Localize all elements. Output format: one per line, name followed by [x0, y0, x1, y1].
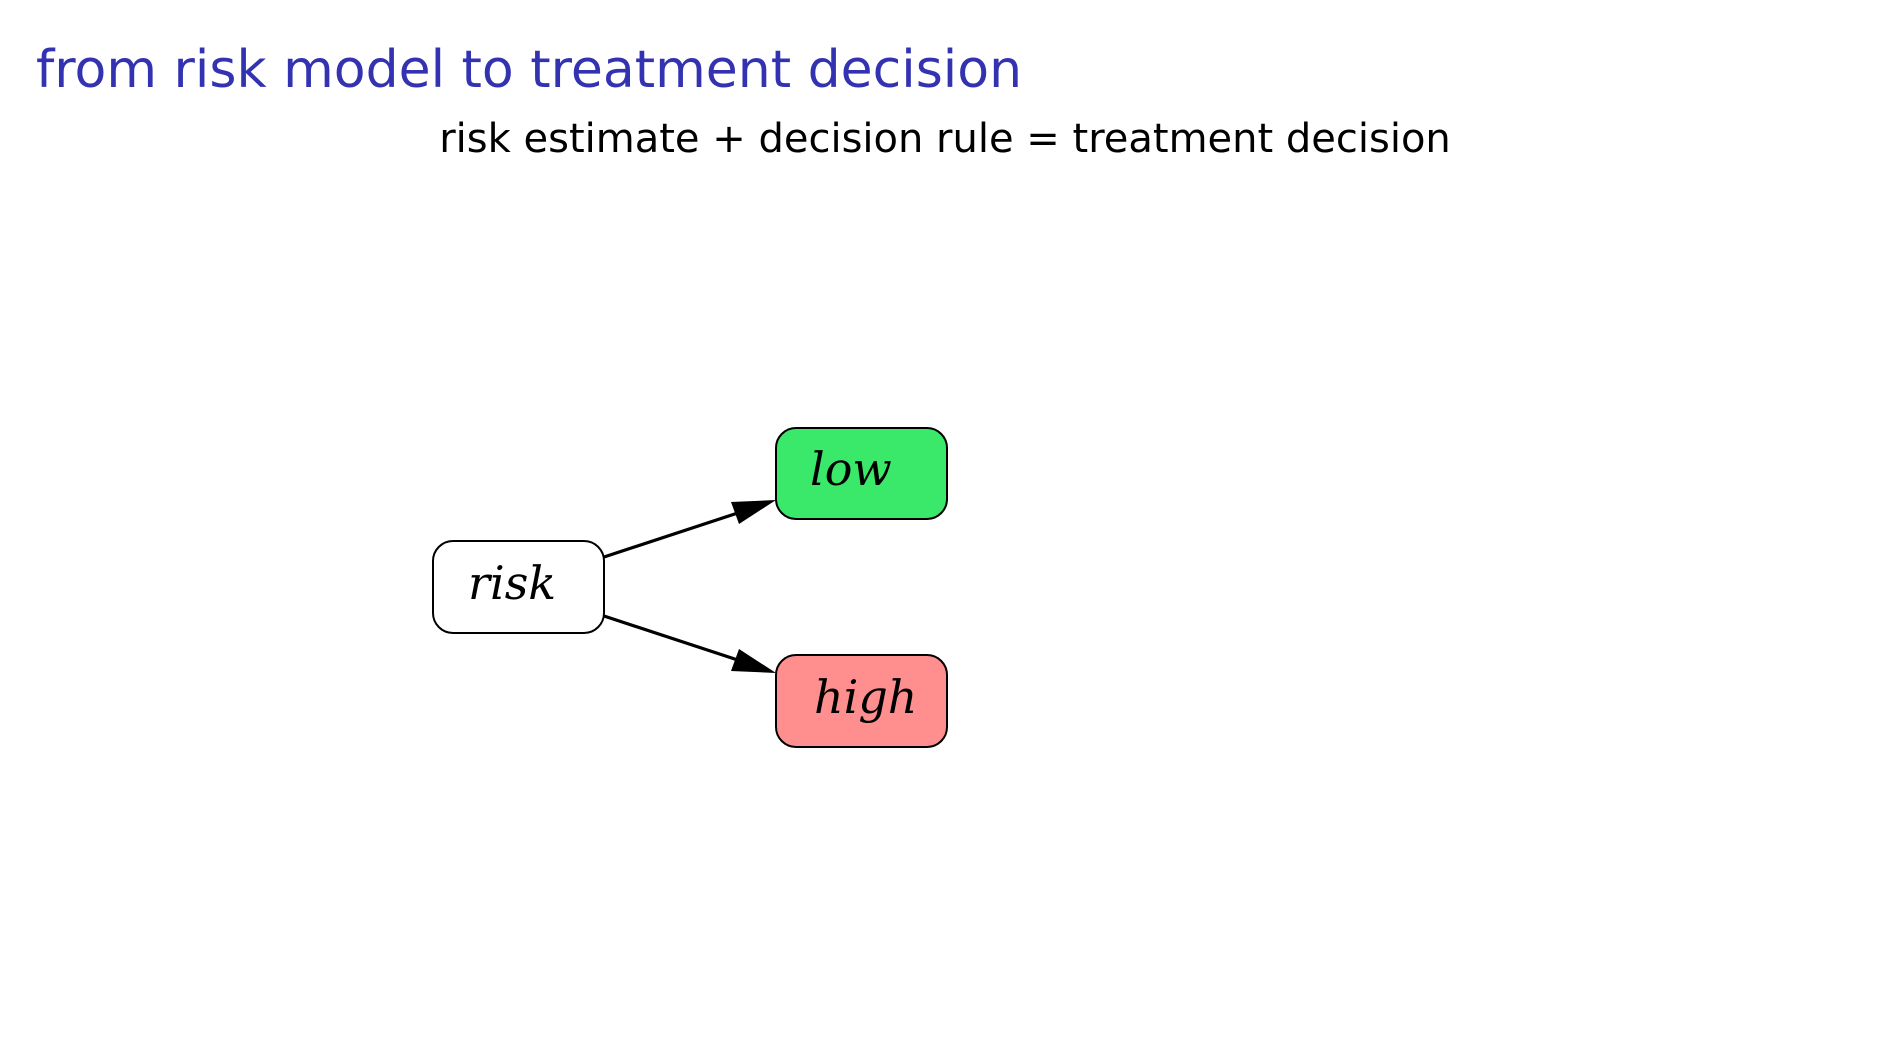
arrowhead-high [731, 649, 776, 673]
node-high-label: high [814, 670, 917, 724]
arrowhead-low [731, 500, 776, 524]
slide-title: from risk model to treatment decision [36, 40, 1023, 100]
slide-subtitle: risk estimate + decision rule = treatmen… [439, 116, 1451, 162]
node-low: low [775, 427, 948, 520]
node-low-label: low [810, 442, 892, 496]
edge-line-risk-high [603, 614, 757, 668]
node-risk: risk [432, 540, 605, 634]
node-low-box [775, 427, 948, 520]
node-high: high [775, 654, 948, 748]
edge-risk-to-low [603, 500, 776, 559]
node-high-box [775, 654, 948, 748]
edge-risk-to-high [603, 614, 776, 673]
node-risk-label: risk [468, 556, 556, 610]
edge-line-risk-low [603, 505, 757, 559]
node-risk-box [432, 540, 605, 634]
